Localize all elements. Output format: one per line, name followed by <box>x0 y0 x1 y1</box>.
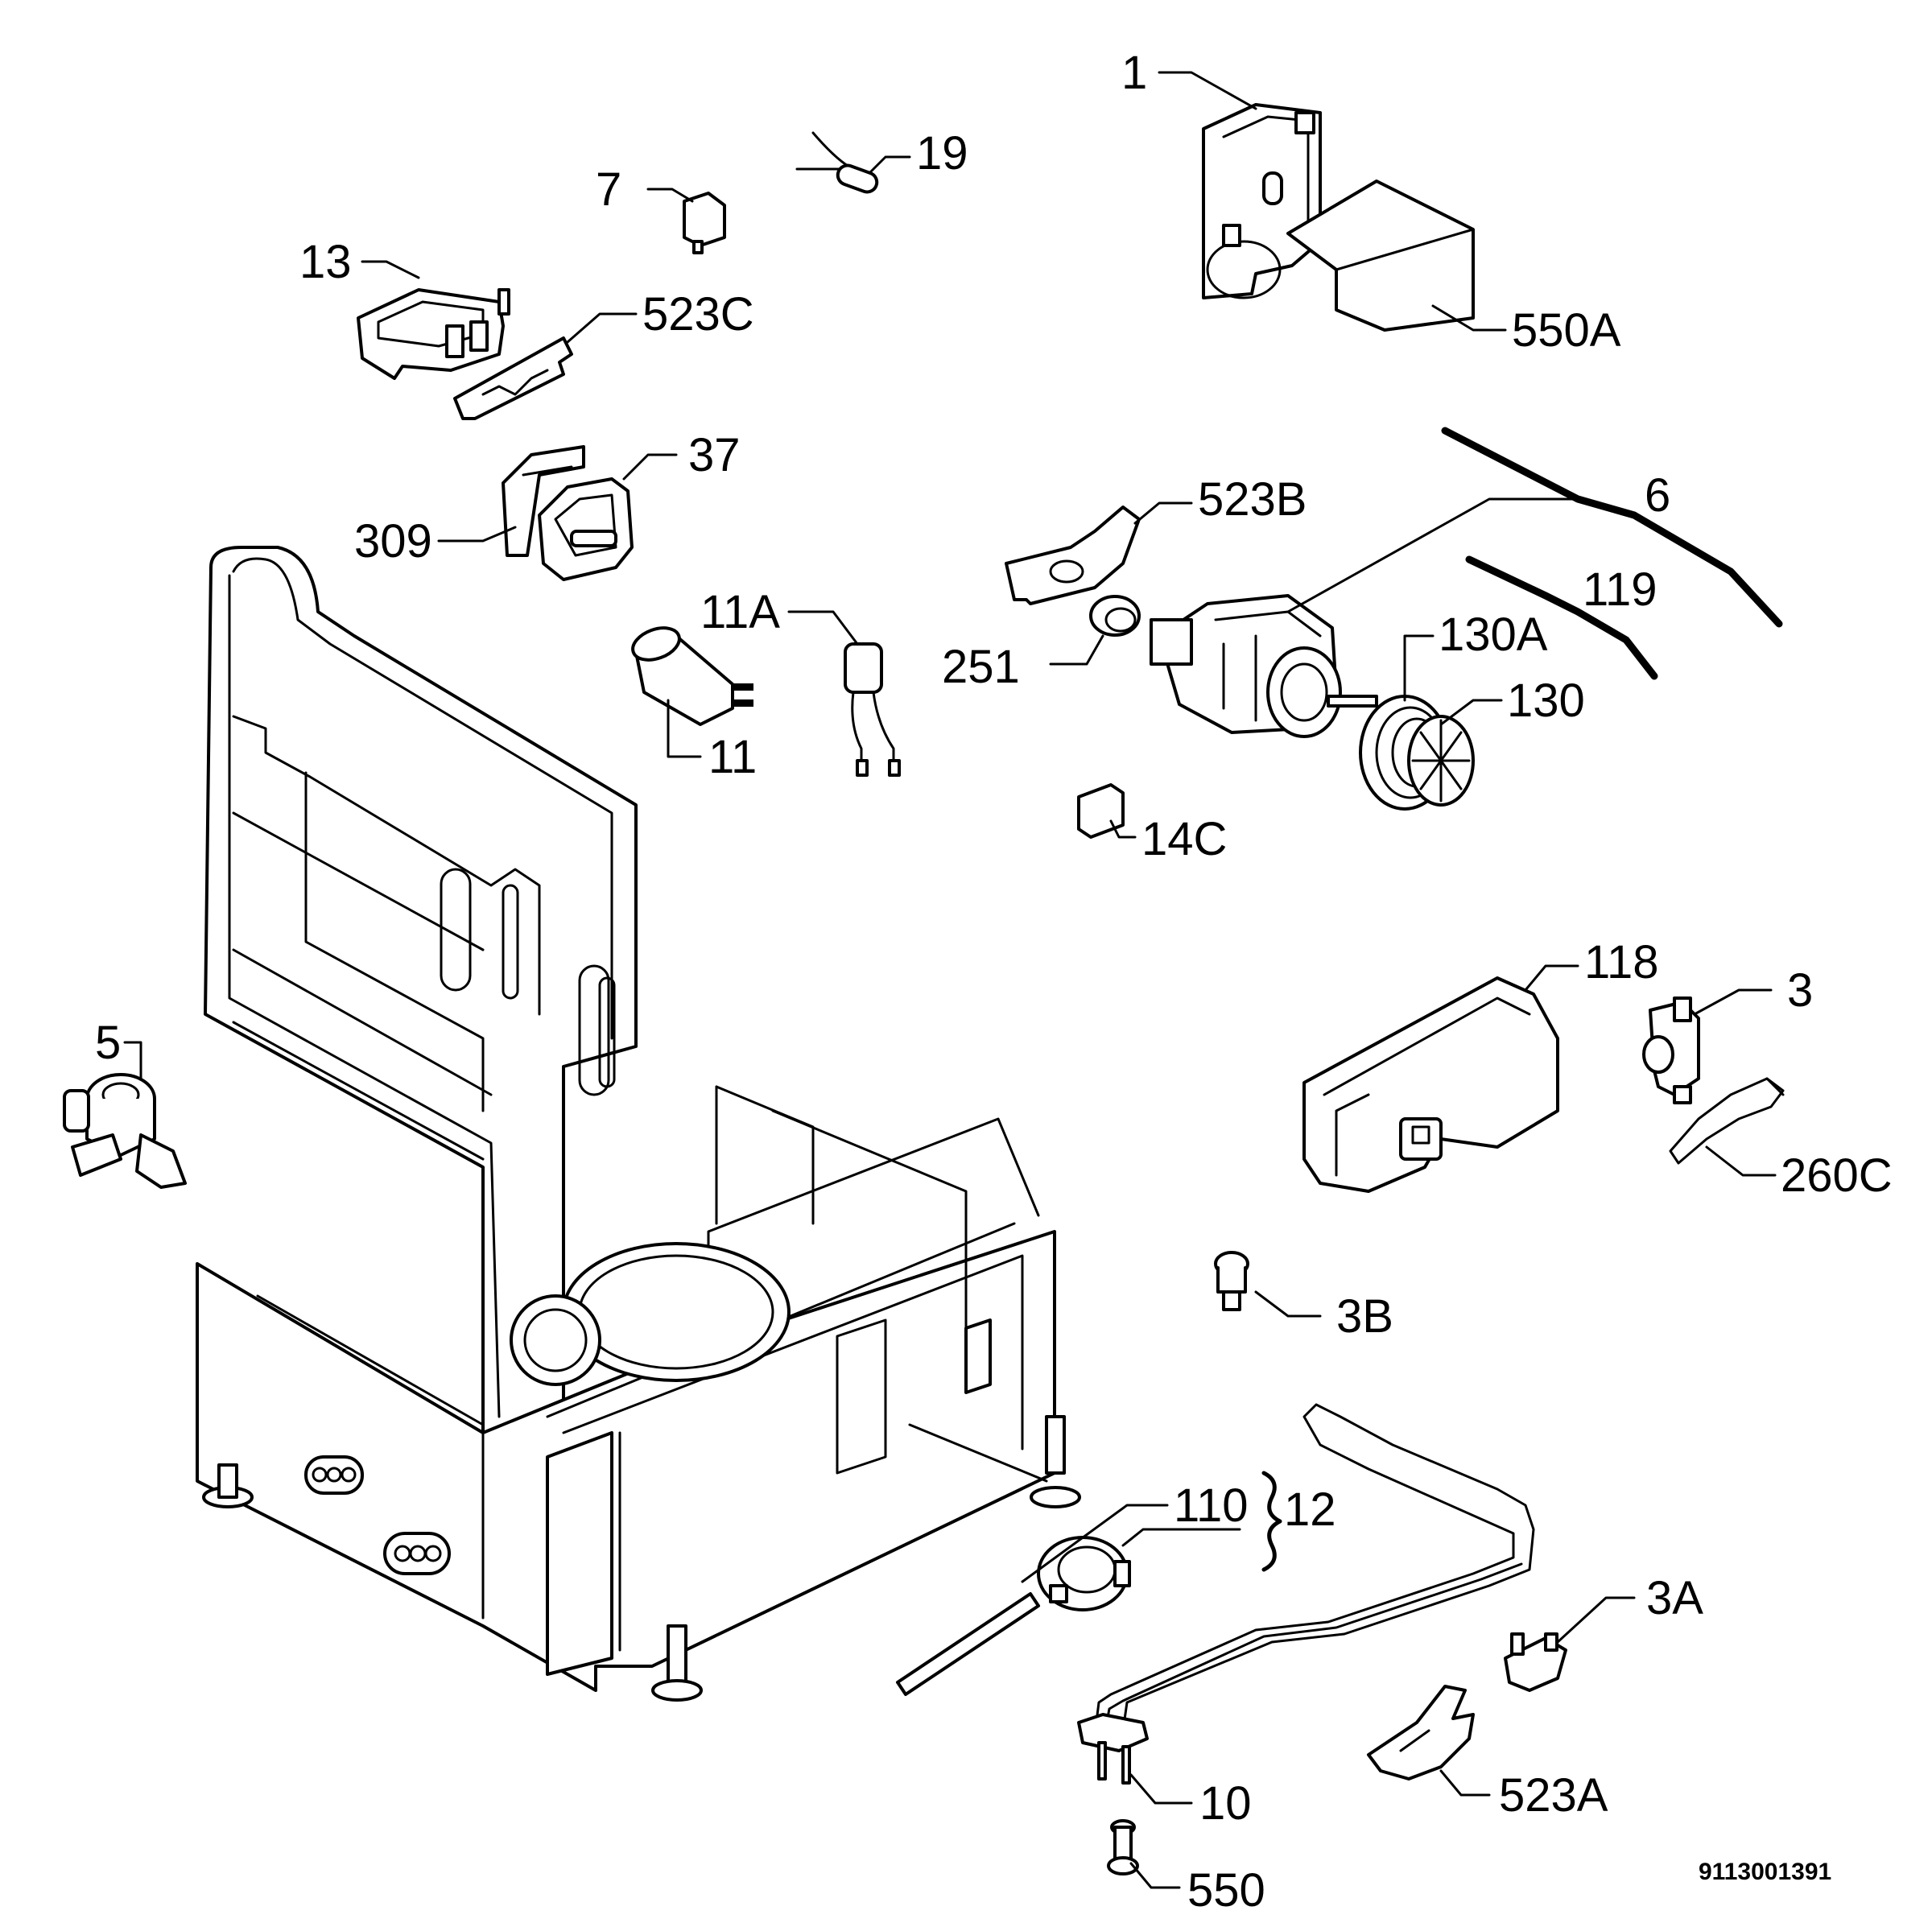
callout-11A: 11A <box>700 586 780 638</box>
callout-14C: 14C <box>1141 813 1227 865</box>
part-5-inlet-valve <box>63 1073 187 1189</box>
part-13-switch-block <box>357 288 510 380</box>
callout-110: 110 <box>1174 1479 1248 1532</box>
callout-12: 12 <box>1284 1483 1336 1536</box>
part-7-switch <box>683 192 726 254</box>
callout-37: 37 <box>688 429 741 481</box>
brace-119 <box>1465 555 1658 680</box>
callout-523B: 523B <box>1198 473 1307 526</box>
callout-11: 11 <box>708 731 757 783</box>
part-19-sensor <box>795 131 879 194</box>
callout-523C: 523C <box>642 288 754 340</box>
part-1-control-module <box>1202 103 1322 299</box>
callout-13: 13 <box>299 236 352 288</box>
part-11A-suppressor <box>844 642 901 777</box>
callout-3A: 3A <box>1646 1572 1703 1624</box>
group-braces <box>1261 427 1783 1572</box>
part-550A-box <box>1286 179 1475 332</box>
callout-3: 3 <box>1787 964 1813 1017</box>
callout-labels: 1 19 7 13 523C 550A 37 309 523B 6 119 11… <box>95 47 1893 1917</box>
callout-19: 19 <box>916 127 968 179</box>
callout-550: 550 <box>1187 1864 1265 1917</box>
callout-523A: 523A <box>1499 1769 1608 1822</box>
brace-12 <box>1261 1471 1282 1572</box>
part-6-motor-pump <box>1150 594 1378 738</box>
part-3A-thermostat <box>1504 1632 1567 1692</box>
part-3-thermostat <box>1642 997 1700 1104</box>
part-251-cap <box>1089 595 1141 637</box>
callout-10: 10 <box>1199 1777 1252 1830</box>
brace-6 <box>1441 427 1783 628</box>
callout-3B: 3B <box>1336 1290 1393 1343</box>
part-523A-bracket <box>1367 1685 1475 1781</box>
callout-550A: 550A <box>1512 304 1621 357</box>
part-10-heating-element <box>1077 1403 1535 1785</box>
callout-6: 6 <box>1645 469 1670 522</box>
part-3B-switch <box>1214 1251 1249 1311</box>
part-260C-clip <box>1669 1077 1785 1165</box>
callout-309: 309 <box>354 515 432 567</box>
part-550-screw <box>1107 1819 1139 1875</box>
part-118-dispenser <box>1302 976 1559 1193</box>
callout-119: 119 <box>1583 563 1657 616</box>
leader-lines <box>123 71 1777 1889</box>
callout-130A: 130A <box>1439 609 1548 661</box>
part-309-37-housing <box>502 445 634 581</box>
callout-7: 7 <box>596 163 621 216</box>
part-523B-bracket <box>1005 505 1141 605</box>
part-110-pressure-switch <box>896 1536 1131 1696</box>
part-523C-bracket <box>453 336 573 420</box>
part-11-capacitor <box>631 626 753 726</box>
callout-1: 1 <box>1121 47 1147 99</box>
machine-frame <box>196 546 1081 1702</box>
callout-130: 130 <box>1507 675 1585 727</box>
callout-118: 118 <box>1584 936 1658 988</box>
part-130-impeller <box>1359 695 1475 811</box>
callout-5: 5 <box>95 1017 121 1069</box>
callout-260C: 260C <box>1781 1149 1893 1202</box>
callout-251: 251 <box>942 641 1020 693</box>
drawing-number: 9113001391 <box>1699 1859 1831 1885</box>
